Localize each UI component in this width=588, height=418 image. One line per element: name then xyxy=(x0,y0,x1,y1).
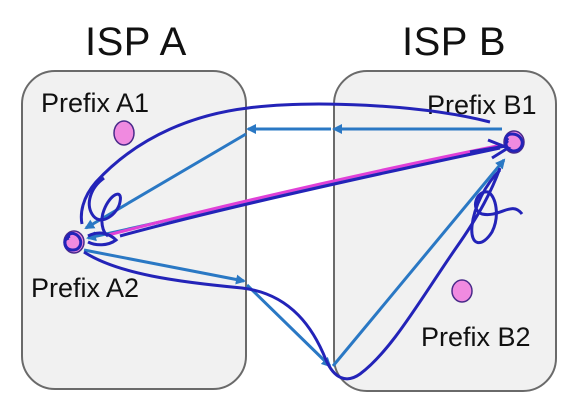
handwritten-stroke-b-loop xyxy=(470,168,524,244)
isp-a-title: ISP A xyxy=(85,20,187,64)
prefix-b2-label: Prefix B2 xyxy=(421,322,531,352)
handwritten-stroke-bottom-sweep xyxy=(83,167,502,381)
prefix-a1-label: Prefix A1 xyxy=(41,88,150,118)
prefix-b2-node xyxy=(451,279,473,303)
prefix-a2-label: Prefix A2 xyxy=(31,273,140,303)
handwritten-stroke-b1-arrow xyxy=(119,138,512,238)
handwritten-stroke-top-arc xyxy=(79,102,491,225)
handwritten-stroke-a2-connector xyxy=(87,231,119,247)
isp-b-title: ISP B xyxy=(402,20,507,64)
prefix-b1-label: Prefix B1 xyxy=(427,90,537,120)
isp-a-box xyxy=(21,70,247,390)
route-arrow-boundary-down xyxy=(245,283,332,368)
prefix-a1-node xyxy=(113,120,135,146)
a2-node-scribble xyxy=(63,232,83,252)
route-arrow-a2-to-boundary xyxy=(83,248,246,285)
route-arrow-a-internal-upper xyxy=(84,132,247,230)
highlight-magenta-stroke xyxy=(107,143,503,237)
handwritten-stroke-left-loop xyxy=(87,176,122,238)
route-arrow-b-up-to-b1 xyxy=(331,158,506,367)
